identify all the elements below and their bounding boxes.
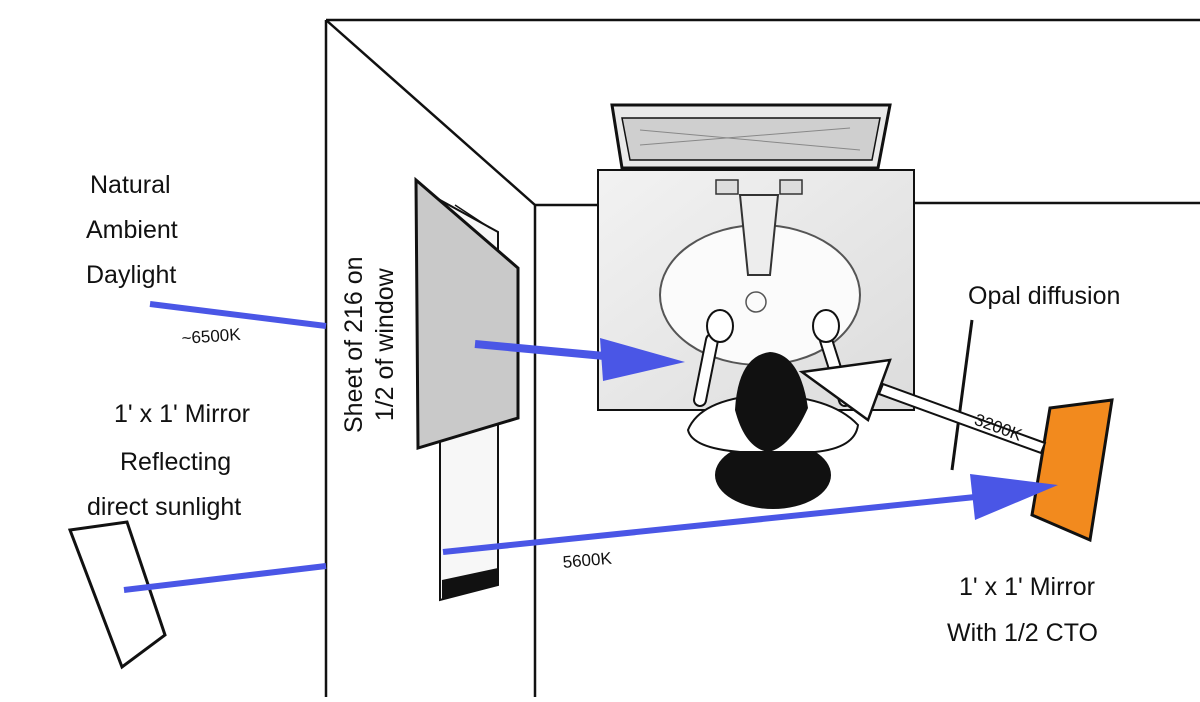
label-mirror-left-2: Reflecting [120,448,232,476]
person-at-sink [686,309,860,509]
label-mirror-right-1: 1' x 1' Mirror [959,573,1095,601]
label-mirror-right-2: With 1/2 CTO [947,619,1098,647]
label-ambient: Ambient [86,216,178,244]
room-walls [324,18,1200,697]
label-sheet-line2: 1/2 of window [371,268,399,422]
label-5600k: 5600K [561,548,613,572]
ray-3200k [798,358,1047,455]
label-sheet-216: Sheet of 216 on 1/2 of window [339,256,401,433]
right-mirror-cto [1030,398,1114,543]
left-mirror [67,520,167,670]
label-daylight: Daylight [86,261,177,289]
label-natural: Natural [90,171,171,199]
label-sheet-line1: Sheet of 216 on [340,256,368,433]
ray-daylight [149,301,327,329]
label-6500k: ~6500K [180,324,242,348]
label-opal-diffusion: Opal diffusion [968,282,1121,310]
ray-sunlight-left [123,563,327,593]
ray-5600k [442,474,1058,555]
diffusion-sheet-216 [414,176,520,451]
label-mirror-left-3: direct sunlight [87,493,242,521]
ray-diffused [474,338,685,381]
vanity-mirror [610,103,892,170]
opal-diffusion-frame [950,319,974,471]
label-mirror-left-1: 1' x 1' Mirror [114,400,250,428]
